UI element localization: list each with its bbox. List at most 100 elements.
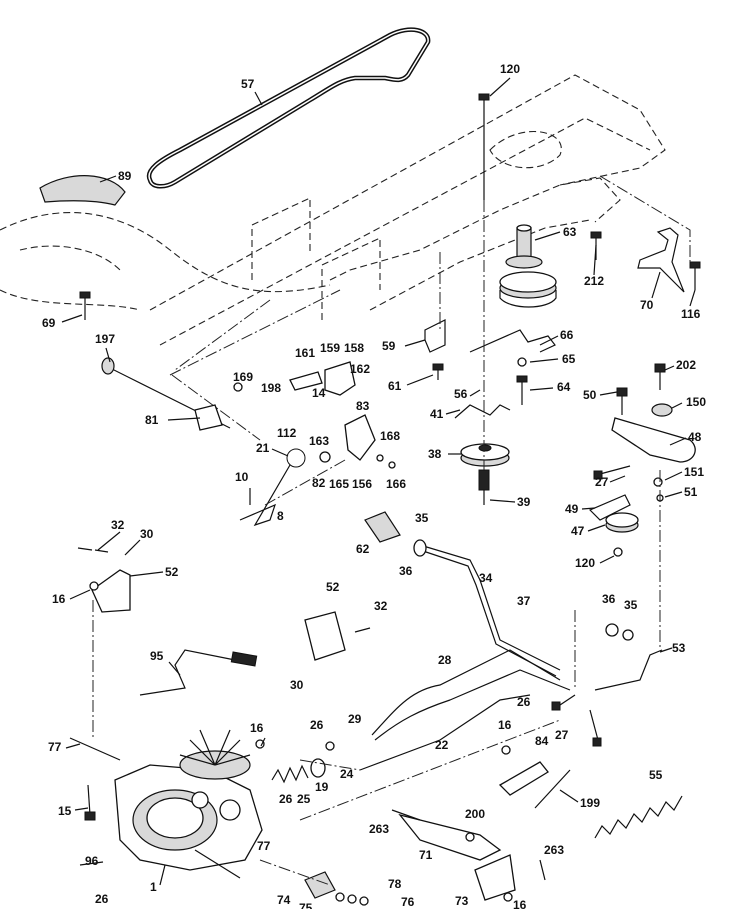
callout-32a: 32	[111, 518, 125, 532]
spacer-74	[304, 871, 336, 899]
callout-199: 199	[580, 796, 600, 810]
callout-52b: 52	[326, 580, 340, 594]
callout-37: 37	[517, 594, 531, 608]
callout-19: 19	[315, 780, 329, 794]
callout-263b: 263	[544, 843, 564, 857]
callout-63: 63	[563, 225, 577, 239]
pulley-47	[605, 512, 639, 533]
callout-50: 50	[583, 388, 597, 402]
callout-168: 168	[380, 429, 400, 443]
callout-70: 70	[640, 298, 654, 312]
transaxle	[69, 729, 263, 879]
lever-95	[139, 649, 258, 696]
callout-labels: 57 120 89 63 212 70 116 69 197 59 66 65 …	[42, 62, 706, 909]
callout-120b: 120	[575, 556, 595, 570]
callout-26d: 26	[95, 892, 109, 906]
spacer-19	[310, 758, 326, 778]
callout-76: 76	[401, 895, 415, 909]
callout-22: 22	[435, 738, 449, 752]
callout-120: 120	[500, 62, 520, 76]
callout-156: 156	[352, 477, 372, 491]
washer-36	[413, 539, 427, 557]
callout-77a: 77	[48, 740, 62, 754]
callout-73: 73	[455, 894, 469, 908]
callout-82: 82	[312, 476, 326, 490]
callout-169: 169	[233, 370, 253, 384]
rod-34	[419, 544, 561, 671]
arm-66	[469, 329, 556, 353]
callout-15: 15	[58, 804, 72, 818]
callout-10: 10	[235, 470, 249, 484]
callout-24: 24	[340, 767, 354, 781]
callout-26b: 26	[310, 718, 324, 732]
callout-36a: 36	[399, 564, 413, 578]
callout-30a: 30	[140, 527, 154, 541]
callout-51: 51	[684, 485, 698, 499]
spacer-150	[651, 403, 673, 417]
callout-95: 95	[150, 649, 164, 663]
bracket-159	[324, 361, 356, 396]
callout-16a: 16	[52, 592, 66, 606]
callout-150: 150	[686, 395, 706, 409]
callout-161: 161	[295, 346, 315, 360]
callout-27: 27	[595, 475, 609, 489]
callout-112: 112	[277, 426, 297, 440]
callout-71: 71	[419, 848, 433, 862]
callout-27b: 27	[555, 728, 569, 742]
idler-arm-48	[611, 417, 696, 463]
callout-116: 116	[681, 307, 701, 321]
callout-202: 202	[676, 358, 696, 372]
callout-55: 55	[649, 768, 663, 782]
spring-55	[594, 795, 683, 839]
callout-25: 25	[297, 792, 311, 806]
callout-32b: 32	[374, 599, 388, 613]
callout-69: 69	[42, 316, 56, 330]
link-84	[498, 761, 549, 796]
callout-49: 49	[565, 502, 579, 516]
callout-89: 89	[118, 169, 132, 183]
callout-96: 96	[85, 854, 99, 868]
callout-39: 39	[517, 495, 531, 509]
bracket-41	[454, 404, 511, 419]
callout-165: 165	[329, 477, 349, 491]
callout-200: 200	[465, 807, 485, 821]
callout-47: 47	[571, 524, 585, 538]
callout-16d: 16	[513, 898, 527, 909]
callout-56: 56	[454, 387, 468, 401]
callout-77b: 77	[257, 839, 271, 853]
rod-28	[371, 649, 561, 736]
callout-65: 65	[562, 352, 576, 366]
idler-pulley-assembly	[499, 224, 557, 308]
callout-28: 28	[438, 653, 452, 667]
bracket-70	[637, 227, 685, 293]
callout-38: 38	[428, 447, 442, 461]
callout-158: 158	[344, 341, 364, 355]
link-198	[289, 371, 323, 391]
drive-belt	[146, 27, 431, 189]
callout-159: 159	[320, 341, 340, 355]
callout-74: 74	[277, 893, 291, 907]
bracket-30-right	[304, 611, 346, 661]
spacer-62	[364, 511, 401, 543]
shaft-81	[101, 357, 231, 431]
bracket-71	[398, 813, 502, 861]
bracket-30-left	[91, 569, 131, 613]
callout-16b: 16	[250, 721, 264, 735]
callout-48: 48	[688, 430, 702, 444]
callout-83: 83	[356, 399, 370, 413]
callout-26c: 26	[279, 792, 293, 806]
callout-151: 151	[684, 465, 704, 479]
bracket-59	[424, 319, 446, 353]
callout-198: 198	[261, 381, 281, 395]
leader-lines	[61, 77, 696, 886]
callout-8: 8	[277, 509, 284, 523]
bracket-163	[344, 414, 376, 461]
callout-41: 41	[430, 407, 444, 421]
knob-21	[286, 448, 306, 468]
callout-263a: 263	[369, 822, 389, 836]
callout-35a: 35	[415, 511, 429, 525]
callout-166: 166	[386, 477, 406, 491]
bracket-73	[474, 854, 516, 901]
callout-197: 197	[95, 332, 115, 346]
